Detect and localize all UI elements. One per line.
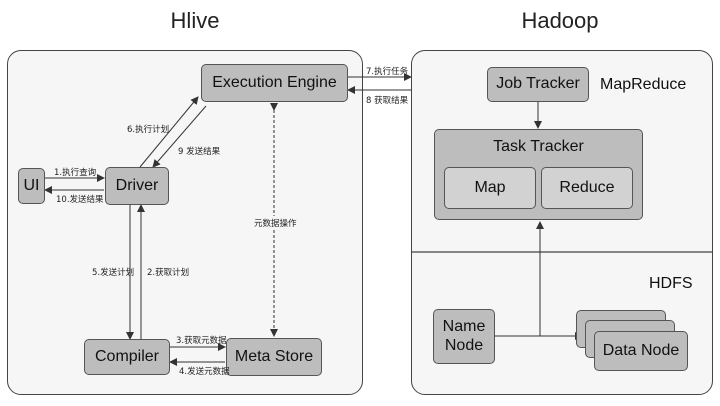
execution-engine-box: Execution Engine [201, 64, 348, 102]
edge-6-line [139, 96, 199, 168]
edge-7-label: 7.执行任务 [366, 67, 409, 77]
edge-3-label: 3.获取元数据 [176, 336, 227, 346]
edge-9-label: 9 发送结果 [178, 147, 221, 157]
ui-box: UI [18, 168, 45, 204]
compiler-box: Compiler [84, 339, 170, 375]
name-node-box: Name Node [433, 309, 495, 364]
mapreduce-label: MapReduce [600, 76, 687, 93]
driver-box: Driver [105, 167, 169, 205]
task-tracker-label: Task Tracker [493, 138, 584, 155]
meta-op-label: 元数据操作 [254, 216, 297, 230]
edge-1-label: 1.执行查询 [54, 168, 97, 178]
name-node-label: Name Node [442, 318, 486, 354]
edge-6-label: 6.执行计划 [127, 125, 170, 135]
hive-title: Hlive [170, 8, 220, 33]
meta-store-box: Meta Store [226, 338, 322, 376]
edge-10-label: 10.发送结果 [56, 195, 104, 205]
edge-8-label: 8 获取结果 [366, 96, 409, 106]
hadoop-title: Hadoop [521, 8, 599, 33]
map-box: Map [444, 167, 536, 209]
edge-9-line [152, 105, 207, 168]
hive-panel [7, 50, 363, 395]
edge-2-label: 2.获取计划 [147, 268, 190, 278]
data-node-box: Data Node [594, 331, 688, 371]
hdfs-label: HDFS [649, 275, 693, 292]
job-tracker-box: Job Tracker [487, 67, 589, 102]
edge-4-label: 4.发送元数据 [179, 367, 230, 377]
reduce-box: Reduce [541, 167, 633, 209]
edge-5-label: 5.发送计划 [92, 268, 135, 278]
